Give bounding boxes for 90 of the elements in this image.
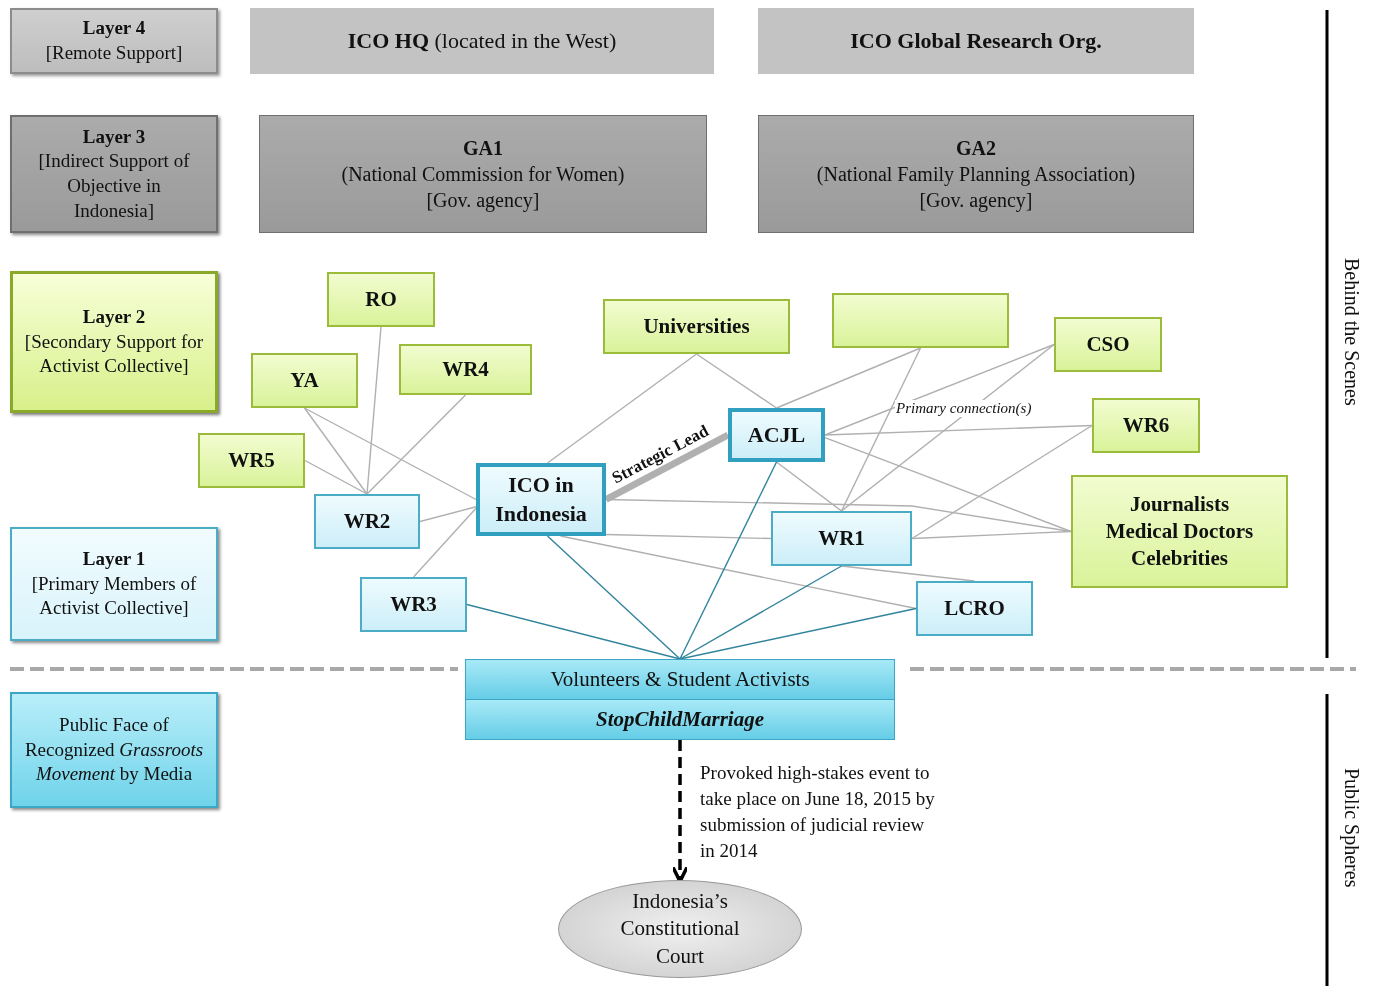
node-title: Journalists bbox=[1129, 490, 1230, 518]
node-title: ICO Global Research Org. bbox=[850, 26, 1102, 55]
node-title: GA2 bbox=[956, 136, 996, 161]
agency-box bbox=[259, 115, 707, 233]
node-text: [Primary Members of Activist Collective] bbox=[30, 571, 198, 621]
layer-box bbox=[10, 271, 218, 413]
connector-line bbox=[559, 535, 917, 610]
node-title: CSO bbox=[1086, 330, 1130, 358]
connector-line bbox=[775, 461, 843, 512]
agency-box bbox=[758, 115, 1194, 233]
connector-line bbox=[824, 343, 1055, 436]
node-title: WR5 bbox=[228, 446, 275, 474]
node-text: [Remote Support] bbox=[45, 41, 183, 65]
connector-line bbox=[366, 326, 382, 495]
actor-box bbox=[314, 494, 420, 549]
connector-line bbox=[824, 424, 1093, 436]
actor-box bbox=[476, 463, 606, 536]
node-title: ICO HQ (located in the West) bbox=[347, 26, 617, 55]
connector-line bbox=[466, 603, 681, 660]
actor-box bbox=[198, 433, 305, 488]
campaign-band: StopChildMarriage bbox=[466, 700, 894, 739]
connector-line bbox=[546, 353, 698, 464]
campaign-box bbox=[465, 659, 895, 740]
connector-line bbox=[911, 424, 1093, 540]
node-title: Indonesia’s Constitutional Court bbox=[619, 888, 741, 970]
actor-box bbox=[1071, 475, 1288, 588]
actor-box bbox=[251, 353, 358, 408]
node-title: WR4 bbox=[442, 355, 489, 383]
connector-line bbox=[679, 565, 843, 660]
node-text: Celebrities bbox=[1131, 545, 1228, 573]
node-title: Public Face of Recognized Grassroots Movement by Media bbox=[23, 712, 205, 787]
connector-line bbox=[775, 347, 922, 409]
side-label: Public Spheres bbox=[1340, 768, 1363, 888]
node-title: Layer 1 bbox=[82, 546, 146, 571]
layer-box bbox=[10, 8, 218, 74]
node-title: WR3 bbox=[390, 590, 437, 618]
side-label: Behind the Scenes bbox=[1340, 258, 1363, 406]
node-text: [Gov. agency] bbox=[426, 188, 540, 213]
node-title: GA1 bbox=[463, 136, 503, 161]
connector-line bbox=[546, 535, 681, 660]
actor-box bbox=[916, 581, 1033, 636]
node-title: WR1 bbox=[818, 524, 865, 552]
node-title: Layer 3 bbox=[82, 124, 146, 149]
node-title: LCRO bbox=[944, 594, 1005, 622]
node-title: ICO in Indonesia bbox=[494, 470, 588, 528]
node-title: Layer 4 bbox=[82, 16, 146, 41]
connector-line bbox=[412, 507, 477, 578]
header-band: Volunteers & Student Activists bbox=[466, 660, 894, 700]
node-title: Layer 2 bbox=[82, 304, 146, 329]
node-title: ACJL bbox=[747, 420, 806, 449]
organization-box bbox=[250, 8, 714, 74]
node-text: (National Family Planning Association) bbox=[816, 162, 1136, 187]
connector-line bbox=[824, 437, 1072, 533]
connector-line bbox=[419, 506, 477, 523]
connector-line bbox=[303, 407, 477, 501]
node-text: [Secondary Support for Activist Collective] bbox=[23, 329, 205, 379]
edge-label: Provoked high-stakes event to take place on June 18, 2015 by submission of judicial review in 2014 bbox=[700, 761, 936, 864]
connector-line bbox=[679, 607, 917, 660]
node-text: [Indirect Support of Objective in Indonesia] bbox=[37, 149, 191, 223]
organization-box bbox=[758, 8, 1194, 74]
connector-line bbox=[605, 533, 772, 540]
actor-box bbox=[360, 577, 467, 632]
connector-line bbox=[695, 353, 778, 409]
connector-line bbox=[840, 343, 1055, 512]
actor-box bbox=[327, 272, 435, 327]
connector-line bbox=[366, 394, 467, 495]
connector-line bbox=[840, 347, 922, 512]
layer-box bbox=[10, 692, 218, 808]
actor-box bbox=[399, 344, 532, 395]
node-text: (National Commission for Women) bbox=[341, 162, 625, 187]
node-text: Medical Doctors bbox=[1105, 517, 1254, 545]
connector-line bbox=[911, 530, 1072, 540]
node-text: [Gov. agency] bbox=[919, 188, 1033, 213]
actor-box bbox=[1054, 317, 1162, 372]
node-title: WR6 bbox=[1122, 411, 1170, 439]
connector-line bbox=[303, 407, 368, 495]
actor-box bbox=[832, 293, 1009, 348]
layer-box bbox=[10, 527, 218, 641]
node-title: YA bbox=[290, 366, 319, 394]
node-title: WR2 bbox=[343, 507, 391, 535]
actor-box bbox=[603, 299, 790, 354]
actor-box bbox=[728, 408, 825, 462]
node-title: Universities bbox=[643, 312, 750, 340]
layer-box bbox=[10, 115, 218, 233]
actor-box bbox=[1092, 398, 1200, 453]
connector-line bbox=[304, 459, 368, 495]
connector-line bbox=[679, 461, 778, 660]
note-text: Primary connection(s) bbox=[895, 400, 1033, 417]
actor-box bbox=[771, 511, 912, 566]
node-title: RO bbox=[365, 285, 397, 313]
